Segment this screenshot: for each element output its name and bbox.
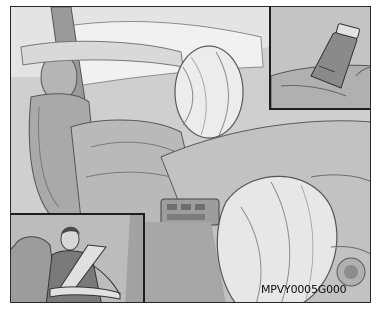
- illustration-frame: MPVY0005G000: [10, 6, 371, 303]
- steering-inset: [269, 6, 371, 110]
- seatbelt-occupant-icon: [10, 215, 145, 303]
- seatbelt-inset: [10, 213, 145, 303]
- steering-column-icon: [271, 6, 371, 110]
- figure-code: MPVY0005G000: [261, 283, 371, 296]
